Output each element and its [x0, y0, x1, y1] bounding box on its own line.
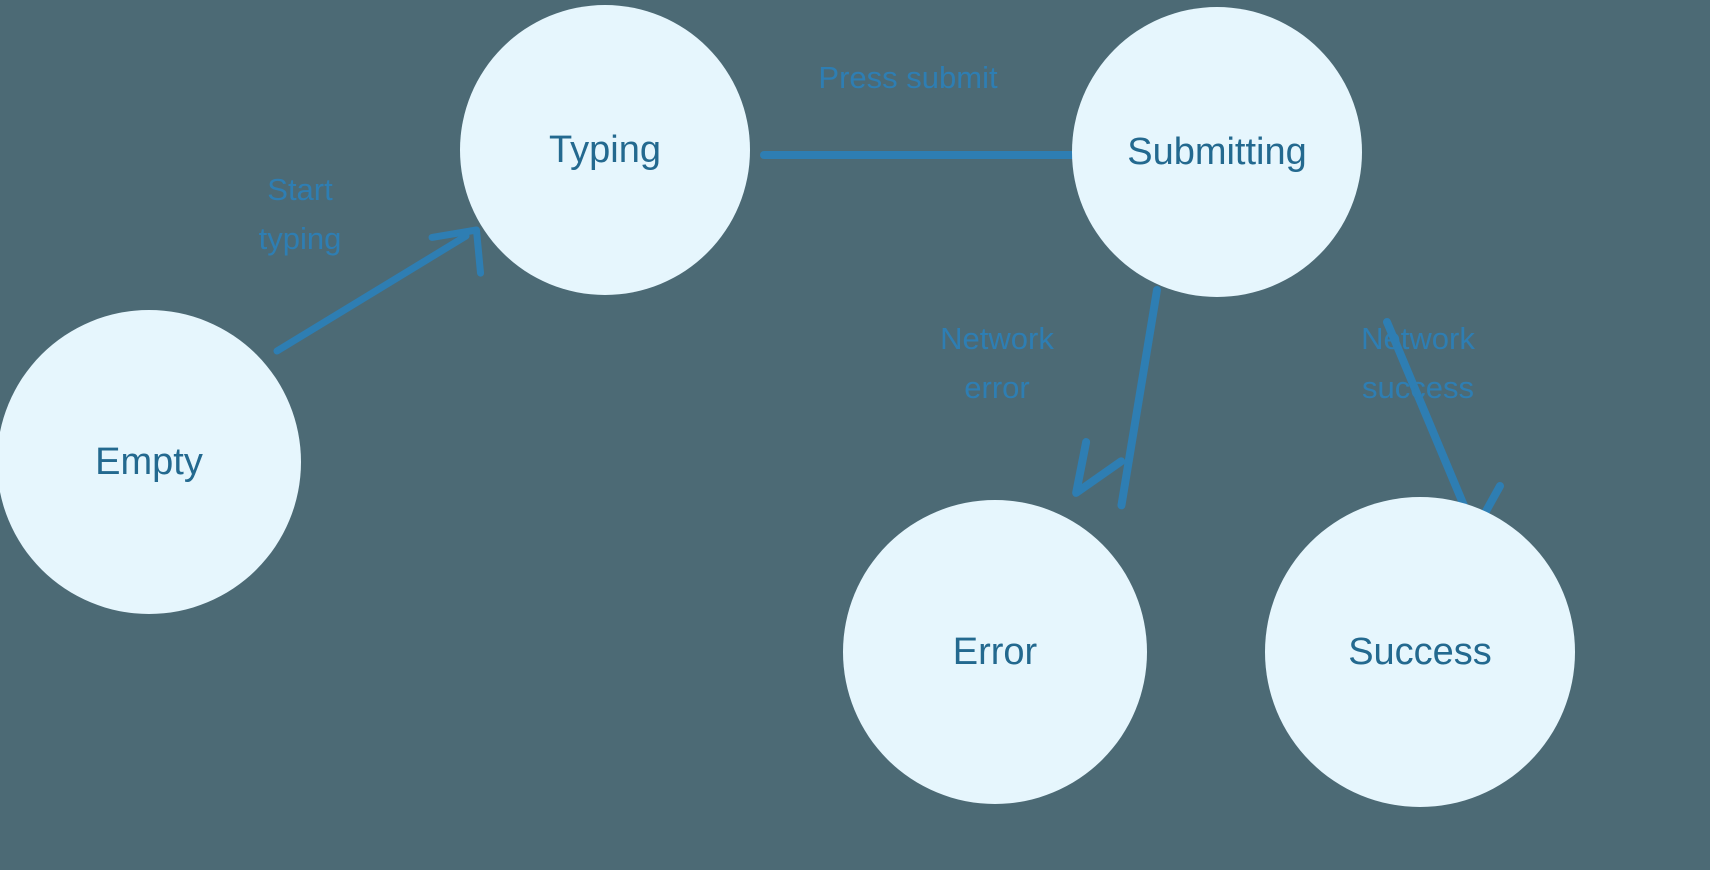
edge-line	[273, 232, 470, 355]
nodes-layer: Empty Typing Submitting Error Success	[0, 5, 1575, 807]
state-circle	[0, 310, 301, 614]
edge-label-network-error-line1: Network	[940, 321, 1054, 356]
edge-label-start-typing-line2: typing	[259, 221, 342, 256]
edge-line	[1383, 318, 1474, 524]
state-circle	[1265, 497, 1575, 807]
arrowhead-icon	[1072, 438, 1126, 497]
state-node-label: Empty	[95, 441, 203, 483]
state-circle	[843, 500, 1147, 804]
state-node-typing[interactable]: Typing	[460, 5, 750, 295]
state-node-label: Success	[1348, 631, 1492, 673]
edge-labels-layer: Start typing Press submit Network error …	[259, 60, 1476, 405]
edge-line	[1117, 286, 1161, 510]
edges-layer	[273, 121, 1504, 535]
state-node-empty[interactable]: Empty	[0, 310, 301, 614]
state-node-label: Submitting	[1127, 131, 1307, 173]
edge-submitting-to-error[interactable]	[1069, 286, 1166, 510]
arrowhead-icon	[428, 226, 485, 277]
edge-label-network-success-line1: Network	[1361, 321, 1475, 356]
edge-empty-to-typing[interactable]	[273, 226, 485, 355]
state-node-success[interactable]: Success	[1265, 497, 1575, 807]
edge-label-press-submit: Press submit	[818, 60, 998, 95]
edge-label-network-success-line2: success	[1362, 370, 1474, 405]
edge-label-start-typing-line1: Start	[267, 172, 333, 207]
state-node-label: Typing	[549, 129, 661, 171]
state-circle	[460, 5, 750, 295]
state-node-error[interactable]: Error	[843, 500, 1147, 804]
state-circle	[1072, 7, 1362, 297]
state-node-submitting[interactable]: Submitting	[1072, 7, 1362, 297]
state-node-label: Error	[953, 631, 1038, 673]
edge-label-network-error-line2: error	[964, 370, 1029, 405]
